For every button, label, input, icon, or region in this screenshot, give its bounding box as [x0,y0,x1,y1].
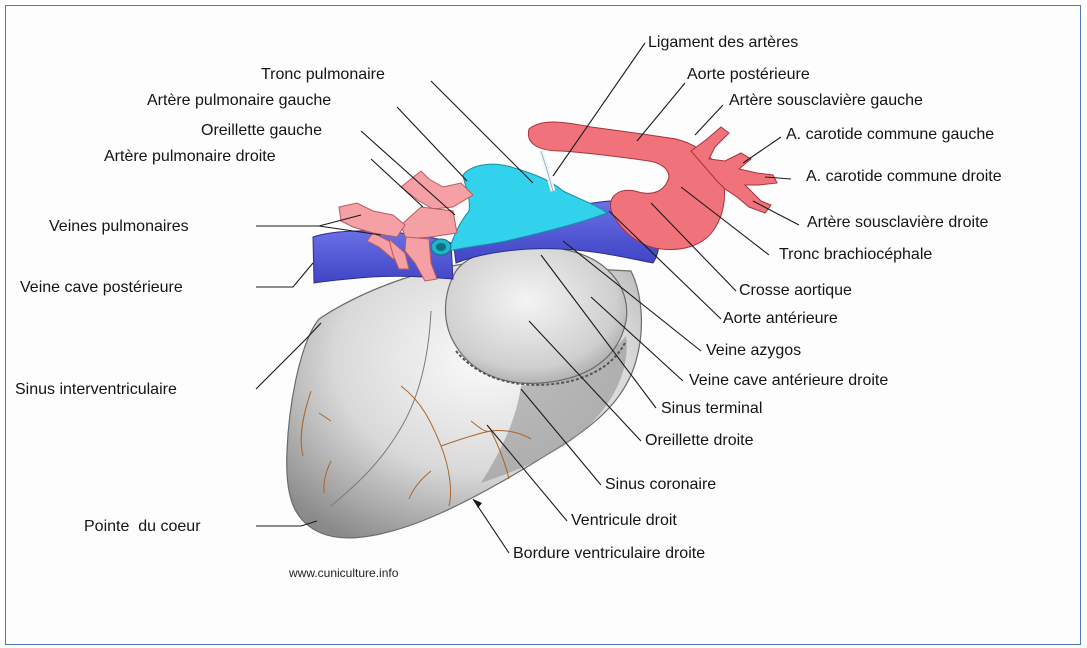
label-aorte-posterieure: Aorte postérieure [687,66,810,83]
label-carotide-gauche: A. carotide commune gauche [786,126,994,143]
right-atrium [445,246,626,384]
label-veine-cave-posterieure: Veine cave postérieure [20,279,183,296]
label-crosse-aortique: Crosse aortique [739,282,852,299]
label-artere-sousclaviere-droite: Artère sousclavière droite [807,214,989,231]
label-artere-sousclaviere-gauche: Artère sousclavière gauche [729,92,923,109]
label-bordure-ventriculaire-droite: Bordure ventriculaire droite [513,545,705,562]
heart-diagram: Ligament des artères Aorte postérieure T… [6,6,1082,646]
source-credit: www.cuniculture.info [288,566,399,580]
label-veine-cave-anterieure-droite: Veine cave antérieure droite [689,372,888,389]
label-ligament-arteres: Ligament des artères [648,34,798,51]
label-sinus-interventriculaire: Sinus interventriculaire [15,381,177,398]
diagram-frame: Ligament des artères Aorte postérieure T… [5,5,1081,645]
label-tronc-brachiocephale: Tronc brachiocéphale [779,246,932,263]
label-tronc-pulmonaire: Tronc pulmonaire [261,66,385,83]
label-pointe-coeur: Pointe du coeur [84,518,201,535]
label-sinus-terminal: Sinus terminal [661,400,762,417]
label-oreillette-gauche: Oreillette gauche [201,122,322,139]
arrow-head [473,499,482,508]
label-oreillette-droite: Oreillette droite [645,432,754,449]
label-ventricule-droit: Ventricule droit [571,512,677,529]
label-artere-pulmonaire-droite: Artère pulmonaire droite [104,148,276,165]
label-veines-pulmonaires: Veines pulmonaires [49,218,189,235]
label-artere-pulmonaire-gauche: Artère pulmonaire gauche [147,92,331,109]
label-carotide-droite: A. carotide commune droite [806,168,1002,185]
heart [287,246,642,538]
pulmonary-artery-lumen [436,243,446,251]
label-sinus-coronaire: Sinus coronaire [605,476,716,493]
label-aorte-anterieure: Aorte antérieure [723,310,838,327]
label-veine-azygos: Veine azygos [706,342,801,359]
